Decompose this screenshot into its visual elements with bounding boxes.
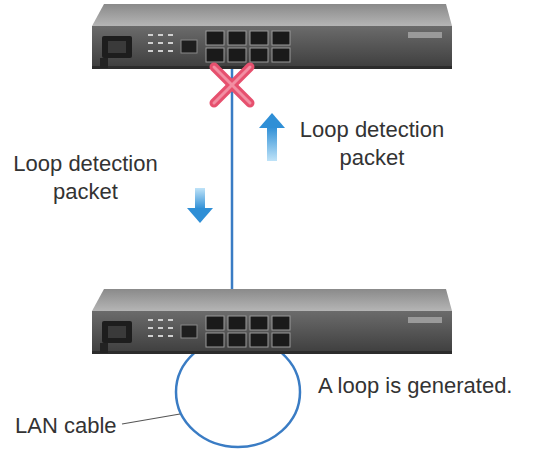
upper-switch	[92, 4, 452, 69]
leader-line	[122, 414, 180, 424]
packet-label: Loop detection packet	[287, 116, 457, 171]
lower-switch	[92, 289, 452, 354]
packet-label: Loop detection packet	[3, 150, 168, 205]
up-arrow	[259, 113, 285, 161]
uplink-cable	[231, 60, 234, 318]
down-arrow	[187, 188, 213, 223]
loop-note: A loop is generated.	[318, 372, 512, 400]
block-cross	[214, 67, 250, 103]
cable-label: LAN cable	[15, 412, 117, 440]
